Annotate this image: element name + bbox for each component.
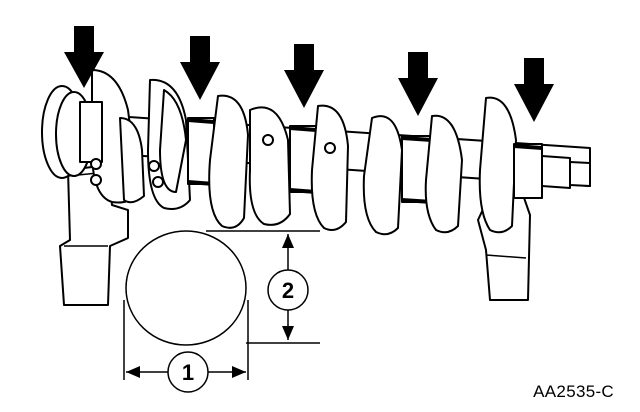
down-arrow-icon	[398, 52, 438, 116]
crankshaft	[41, 69, 591, 236]
figure-code: AA2535-C	[533, 382, 614, 401]
callout-height-label: 2	[282, 278, 294, 303]
dimension-height	[206, 230, 320, 344]
dimension-width	[123, 300, 249, 393]
down-arrow-icon	[284, 44, 324, 108]
down-arrow-icon	[180, 36, 220, 100]
measurement-circle	[125, 230, 247, 346]
down-arrow-icon	[64, 26, 104, 88]
callout-width-label: 1	[182, 360, 194, 385]
down-arrow-icon	[514, 58, 554, 122]
journal-arrows	[64, 26, 554, 122]
